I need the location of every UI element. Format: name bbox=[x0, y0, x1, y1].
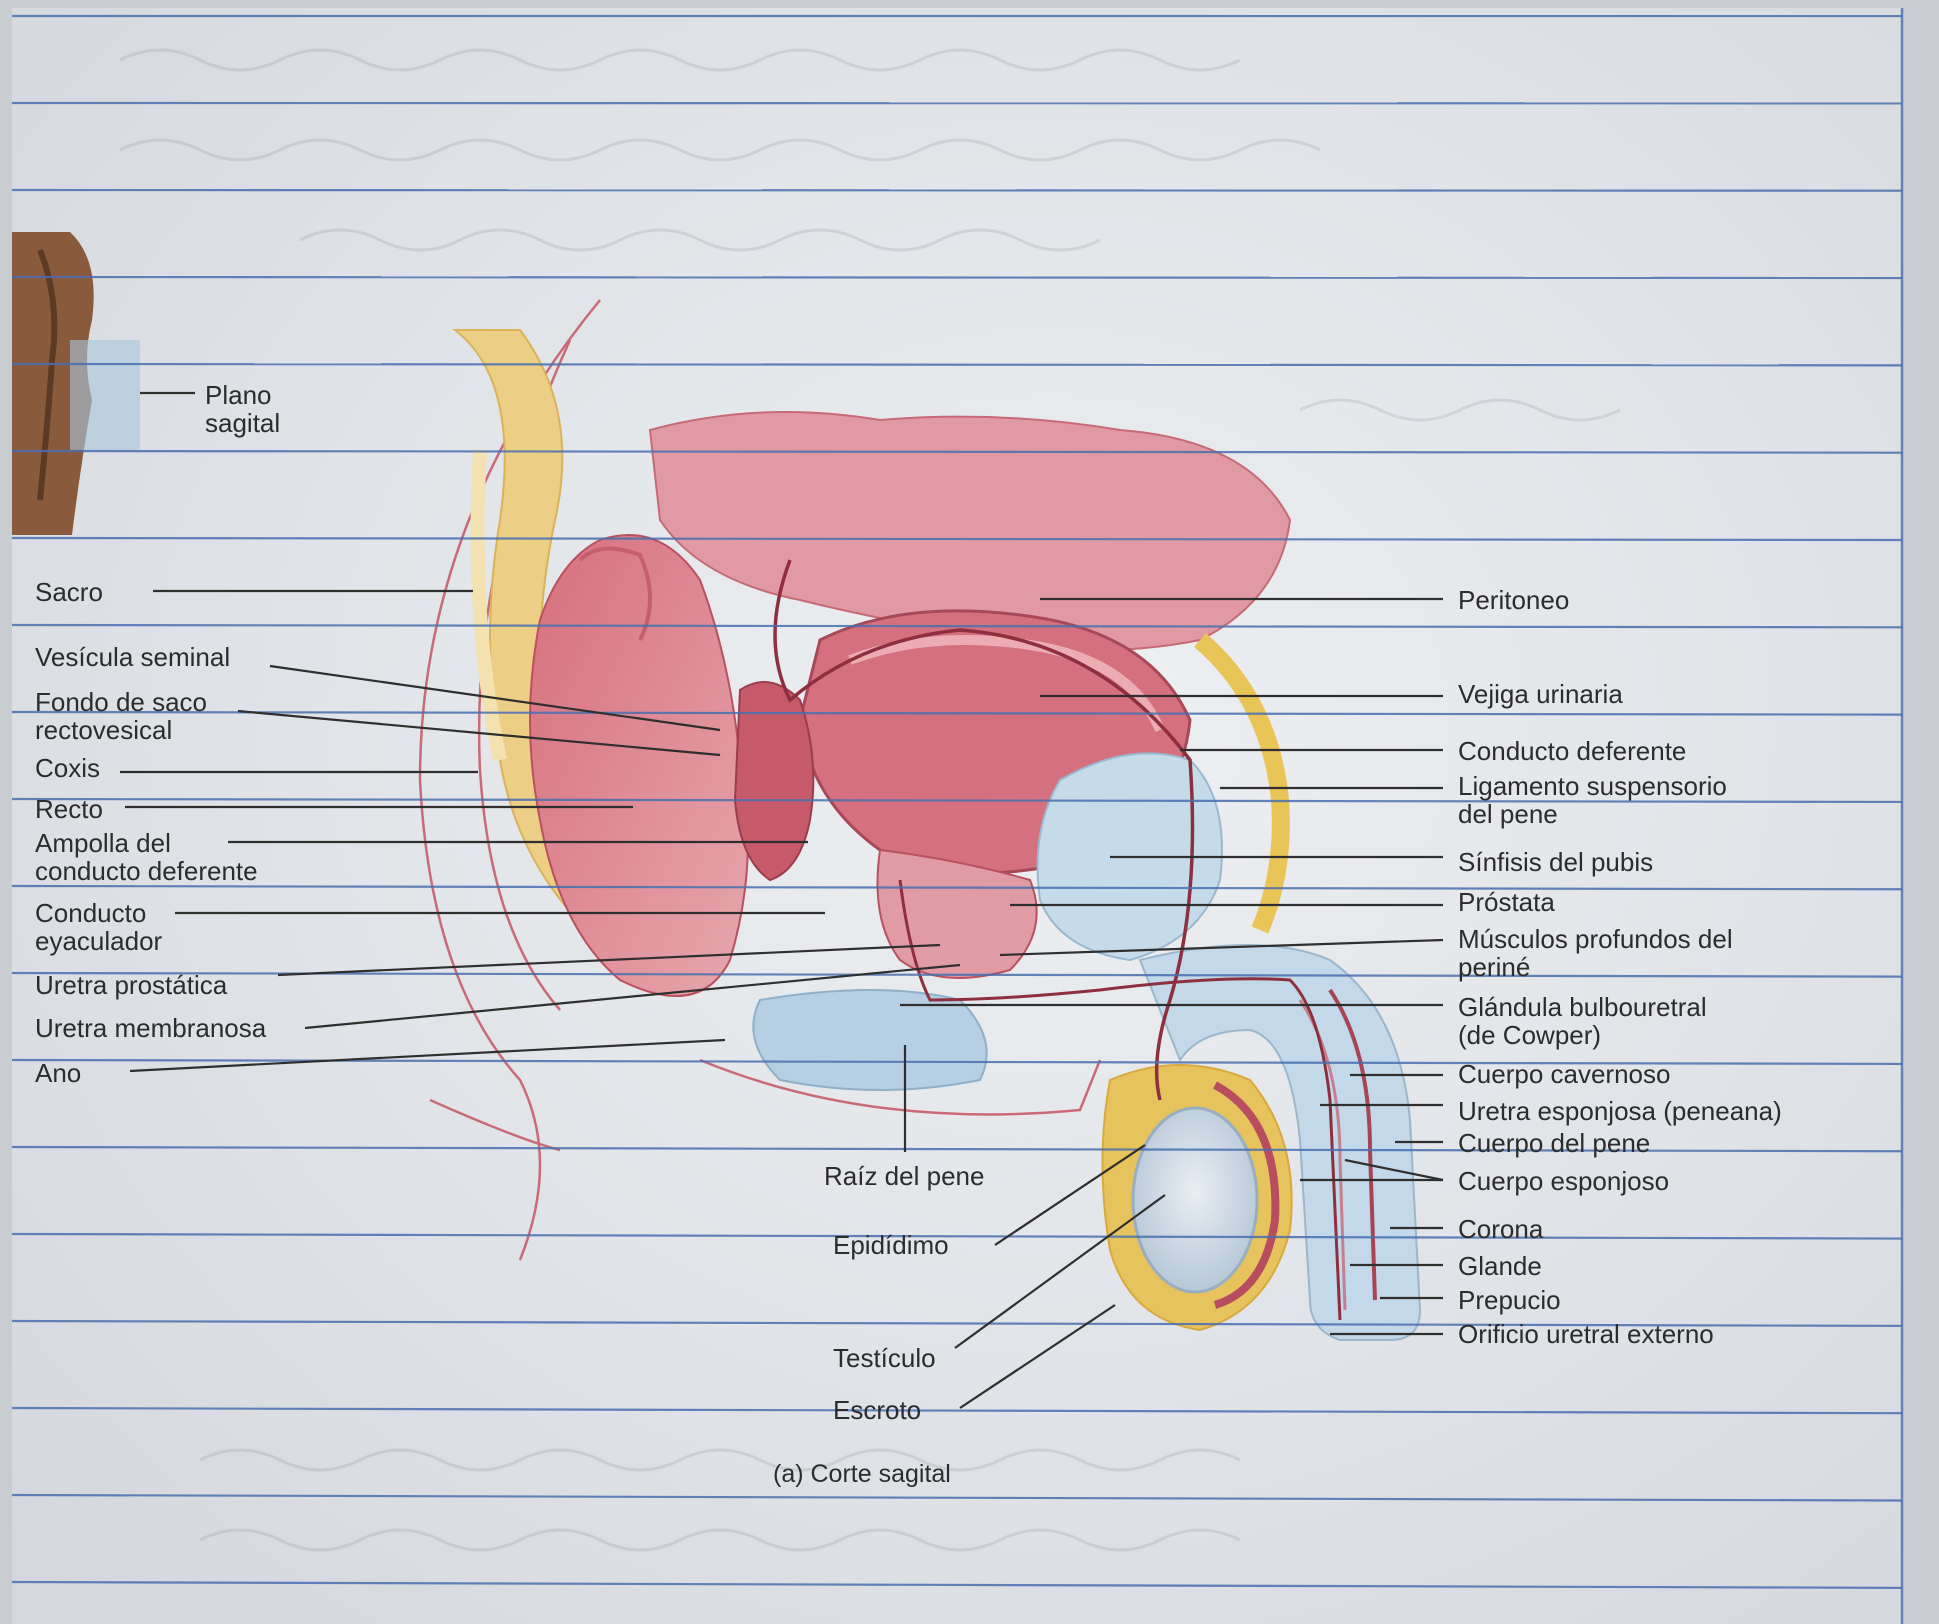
label-line: Sínfisis del pubis bbox=[1458, 848, 1653, 876]
ruled-line bbox=[12, 190, 1902, 191]
label-line: Ligamento suspensorio bbox=[1458, 772, 1727, 800]
label-orificio: Orificio uretral externo bbox=[1458, 1320, 1714, 1348]
label-epididimo: Epidídimo bbox=[833, 1231, 949, 1259]
label-line: eyaculador bbox=[35, 927, 162, 955]
label-line: Próstata bbox=[1458, 888, 1555, 916]
label-line: Uretra prostática bbox=[35, 971, 227, 999]
label-prostata: Próstata bbox=[1458, 888, 1555, 916]
ruled-line bbox=[12, 364, 1902, 365]
label-line: Coxis bbox=[35, 754, 100, 782]
label-escroto: Escroto bbox=[833, 1396, 921, 1424]
label-line: Corona bbox=[1458, 1215, 1543, 1243]
label-line: Conducto deferente bbox=[1458, 737, 1686, 765]
label-line: Escroto bbox=[833, 1396, 921, 1424]
label-line: Epidídimo bbox=[833, 1231, 949, 1259]
label-line: Ampolla del bbox=[35, 829, 258, 857]
label-line: periné bbox=[1458, 953, 1733, 981]
label-cuerpo-esponjoso: Cuerpo esponjoso bbox=[1458, 1167, 1669, 1195]
label-vejiga: Vejiga urinaria bbox=[1458, 680, 1623, 708]
ruled-line bbox=[12, 277, 1902, 278]
label-line: Cuerpo del pene bbox=[1458, 1129, 1650, 1157]
label-line: Recto bbox=[35, 795, 103, 823]
label-raiz: Raíz del pene bbox=[824, 1162, 984, 1190]
label-line: rectovesical bbox=[35, 716, 207, 744]
label-line: (de Cowper) bbox=[1458, 1021, 1707, 1049]
label-plano-sagital: Plano sagital bbox=[205, 381, 280, 437]
label-ano: Ano bbox=[35, 1059, 81, 1087]
label-line: Vejiga urinaria bbox=[1458, 680, 1623, 708]
label-uretra-prostatica: Uretra prostática bbox=[35, 971, 227, 999]
label-line: Prepucio bbox=[1458, 1286, 1561, 1314]
label-line: Vesícula seminal bbox=[35, 643, 230, 671]
label-glandula: Glándula bulbouretral(de Cowper) bbox=[1458, 993, 1707, 1049]
label-line: Sacro bbox=[35, 578, 103, 606]
label-coxis: Coxis bbox=[35, 754, 100, 782]
label-uretra-membranosa: Uretra membranosa bbox=[35, 1014, 266, 1042]
label-conducto-deferente: Conducto deferente bbox=[1458, 737, 1686, 765]
caption-text: (a) Corte sagital bbox=[773, 1460, 951, 1488]
label-line: Cuerpo esponjoso bbox=[1458, 1167, 1669, 1195]
label-uretra-esponjosa: Uretra esponjosa (peneana) bbox=[1458, 1097, 1782, 1125]
label-line: Conducto bbox=[35, 899, 162, 927]
label-line: Glande bbox=[1458, 1252, 1542, 1280]
label-cuerpo-cavernoso: Cuerpo cavernoso bbox=[1458, 1060, 1670, 1088]
label-line: Testículo bbox=[833, 1344, 936, 1372]
figure-caption: (a) Corte sagital bbox=[773, 1460, 951, 1488]
label-peritoneo: Peritoneo bbox=[1458, 586, 1569, 614]
label-cuerpo-pene: Cuerpo del pene bbox=[1458, 1129, 1650, 1157]
label-line: sagital bbox=[205, 409, 280, 437]
label-line: Uretra esponjosa (peneana) bbox=[1458, 1097, 1782, 1125]
label-sacro: Sacro bbox=[35, 578, 103, 606]
label-line: del pene bbox=[1458, 800, 1727, 828]
label-recto: Recto bbox=[35, 795, 103, 823]
label-line: Músculos profundos del bbox=[1458, 925, 1733, 953]
label-line: Uretra membranosa bbox=[35, 1014, 266, 1042]
label-line: Fondo de saco bbox=[35, 688, 207, 716]
label-sinfisis: Sínfisis del pubis bbox=[1458, 848, 1653, 876]
label-glande: Glande bbox=[1458, 1252, 1542, 1280]
label-line: Raíz del pene bbox=[824, 1162, 984, 1190]
testis bbox=[1133, 1108, 1257, 1292]
label-vesicula-seminal: Vesícula seminal bbox=[35, 643, 230, 671]
label-line: Plano bbox=[205, 381, 280, 409]
label-ligamento: Ligamento suspensoriodel pene bbox=[1458, 772, 1727, 828]
label-line: conducto deferente bbox=[35, 857, 258, 885]
label-line: Peritoneo bbox=[1458, 586, 1569, 614]
label-line: Orificio uretral externo bbox=[1458, 1320, 1714, 1348]
label-line: Glándula bulbouretral bbox=[1458, 993, 1707, 1021]
label-line: Ano bbox=[35, 1059, 81, 1087]
label-line: Cuerpo cavernoso bbox=[1458, 1060, 1670, 1088]
label-prepucio: Prepucio bbox=[1458, 1286, 1561, 1314]
label-corona: Corona bbox=[1458, 1215, 1543, 1243]
label-testiculo: Testículo bbox=[833, 1344, 936, 1372]
